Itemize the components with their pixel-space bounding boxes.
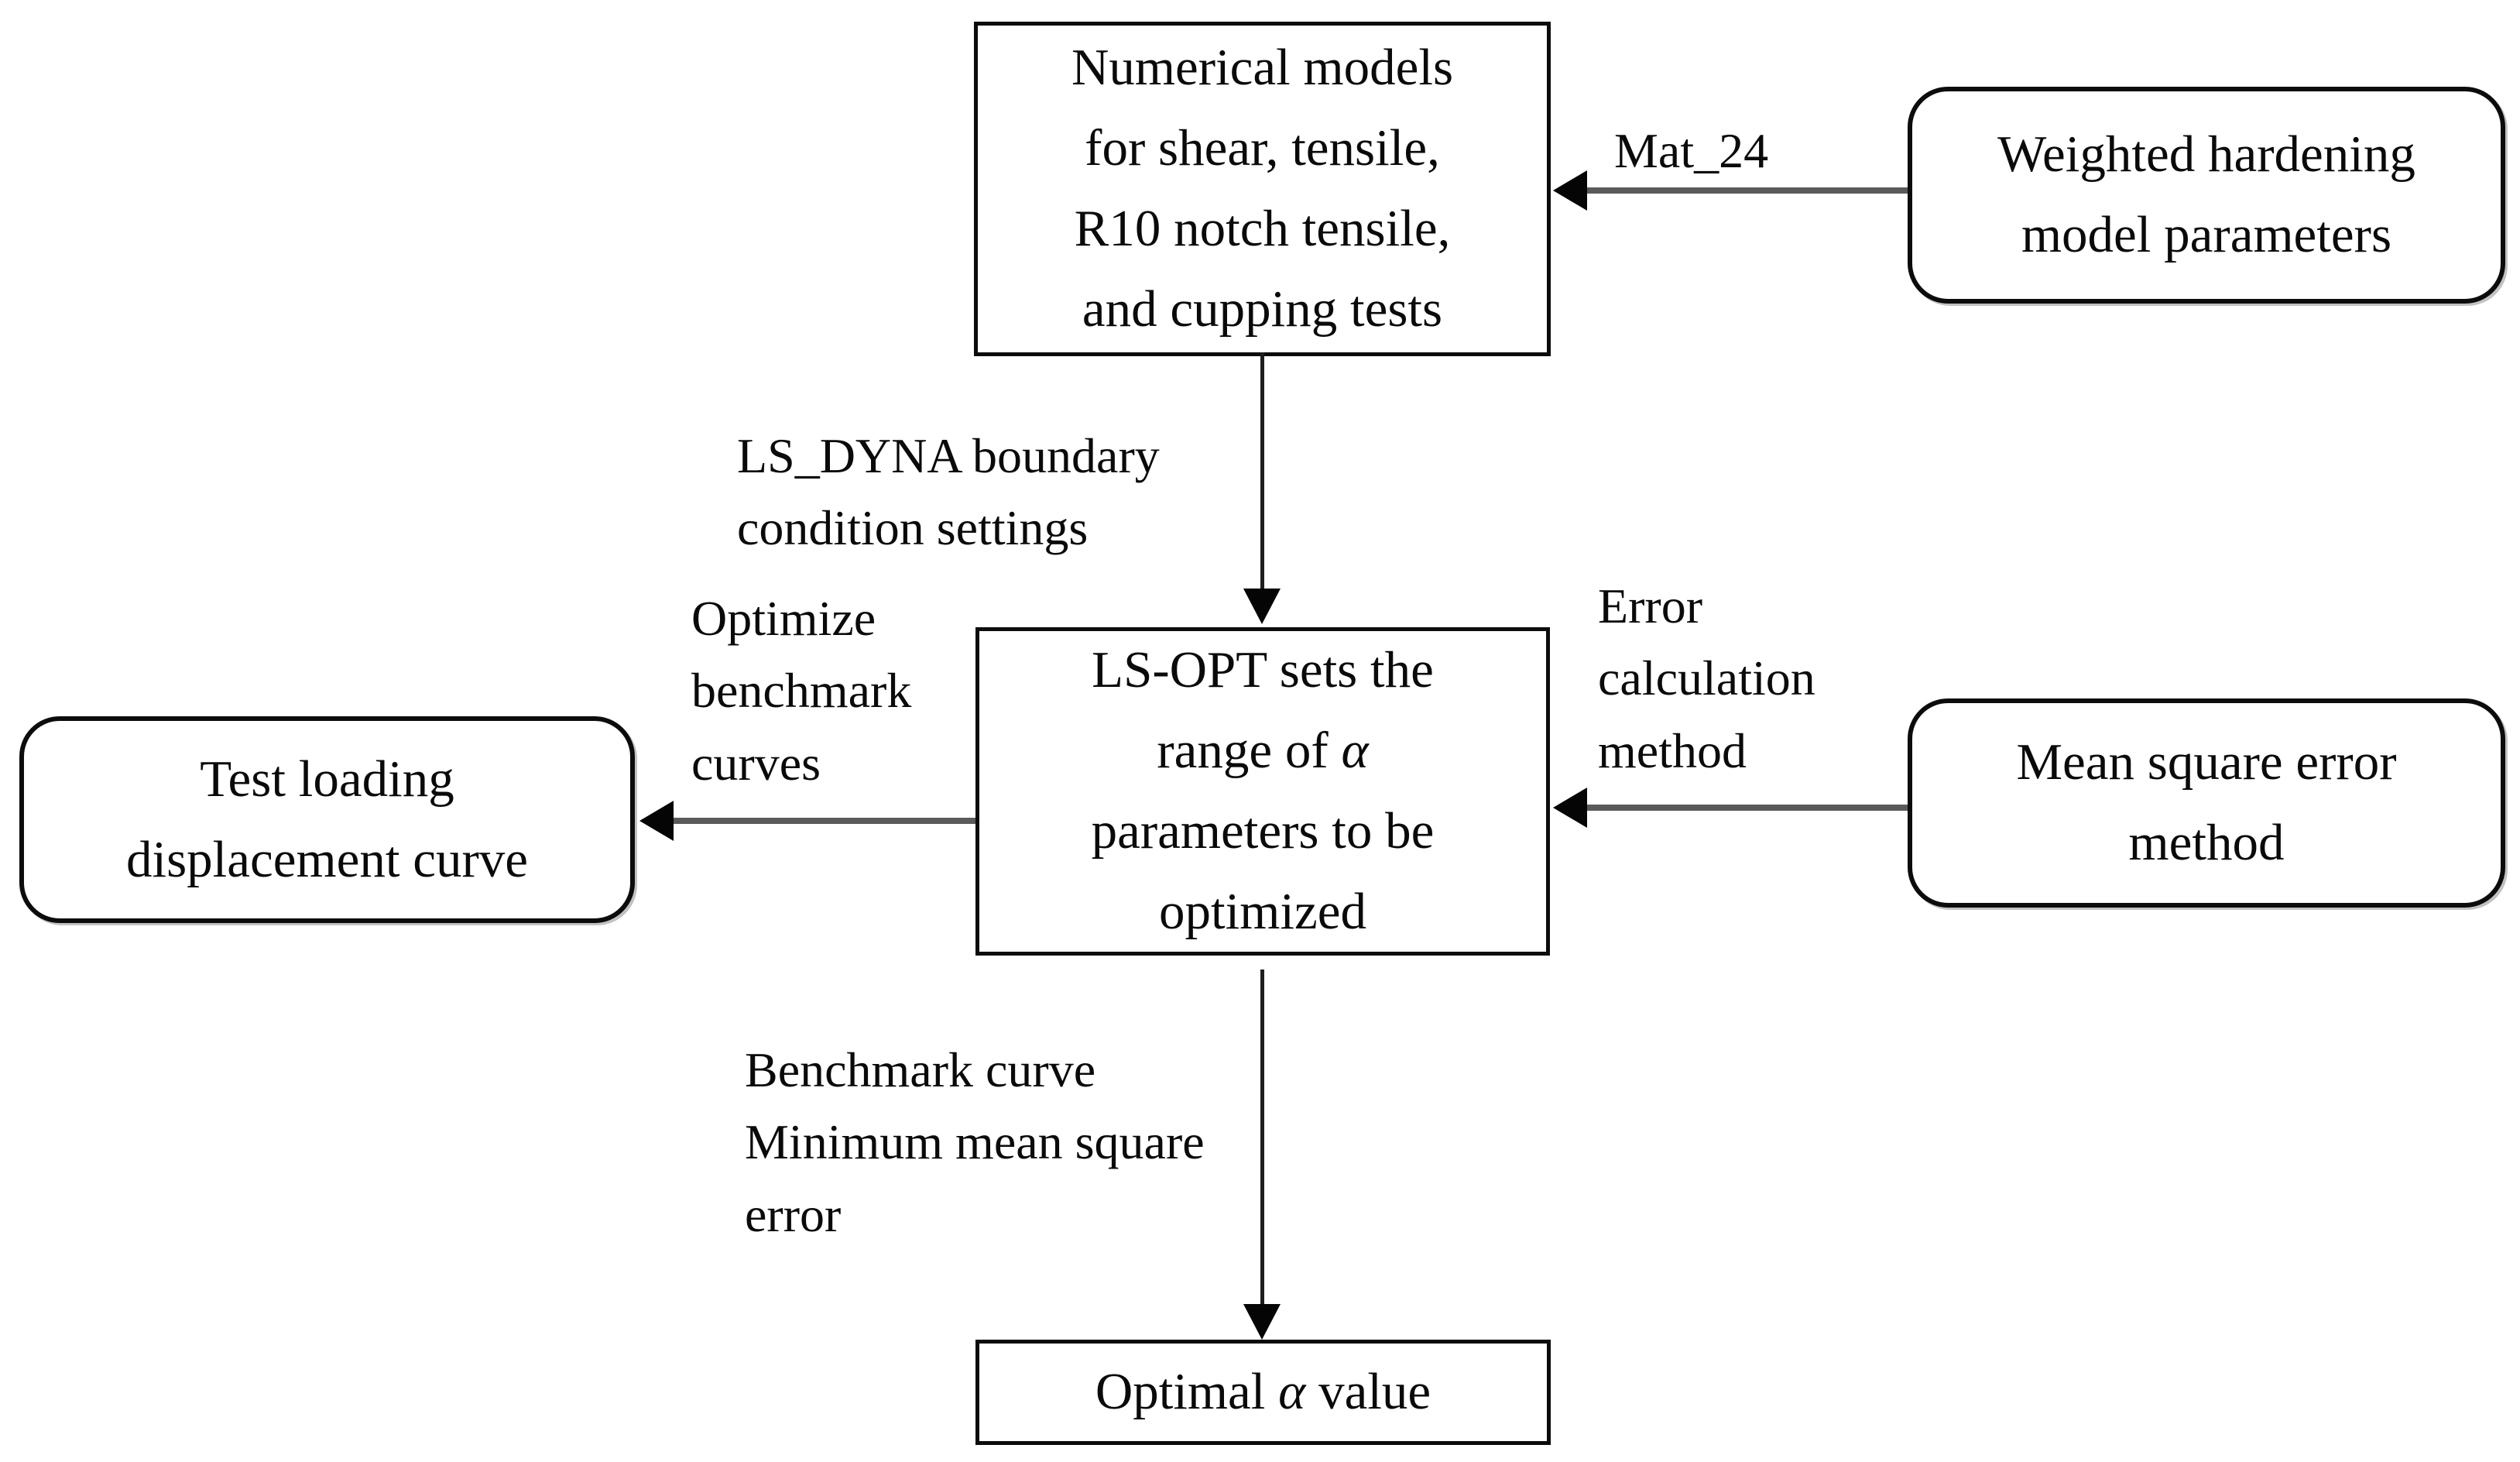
node-numerical-models-line: for shear, tensile,: [1085, 119, 1440, 177]
node-mean-square-error-line: Mean square error: [2016, 733, 2397, 791]
arrow-line: [1260, 970, 1264, 1307]
alpha-symbol: α: [1341, 722, 1369, 780]
node-numerical-models-line: Numerical models: [1071, 39, 1454, 97]
edge-label-mat24: Mat_24: [1614, 123, 1769, 178]
arrow-line: [1581, 187, 1908, 194]
node-test-loading: Test loading displacement curve: [19, 716, 635, 923]
arrowhead-down-icon: [1243, 1304, 1281, 1340]
edge-label-error-calculation: Error calculation method: [1598, 578, 1815, 778]
edge-label-optimize-benchmark: Optimize benchmark curves: [691, 591, 912, 791]
node-ls-opt: LS-OPT sets the range of α parameters to…: [975, 627, 1550, 956]
node-test-loading-line: displacement curve: [125, 830, 529, 888]
node-numerical-models: Numerical models for shear, tensile, R10…: [974, 22, 1551, 356]
node-weighted-hardening-line: Weighted hardening: [1997, 125, 2415, 184]
arrowhead-down-icon: [1243, 589, 1281, 624]
node-optimal-alpha-line: Optimal α value: [1095, 1363, 1431, 1421]
node-ls-opt-line: LS-OPT sets the: [1092, 641, 1434, 699]
edge-label-benchmark-min: Benchmark curve Minimum mean square erro…: [745, 1042, 1205, 1242]
arrowhead-left-icon: [1553, 170, 1587, 211]
arrow-line: [1260, 352, 1264, 591]
node-ls-opt-line: optimized: [1159, 882, 1366, 940]
arrowhead-left-icon: [1553, 788, 1587, 828]
node-ls-opt-line: range of α: [1157, 722, 1369, 780]
arrow-line: [667, 818, 975, 824]
node-weighted-hardening: Weighted hardening model parameters: [1908, 87, 2505, 304]
node-ls-opt-line: parameters to be: [1091, 802, 1435, 860]
edge-label-ls-dyna: LS_DYNA boundary condition settings: [737, 428, 1160, 556]
node-test-loading-line: Test loading: [200, 750, 454, 808]
arrow-line: [1581, 805, 1908, 811]
node-weighted-hardening-line: model parameters: [2021, 206, 2392, 263]
arrowhead-left-icon: [639, 801, 674, 841]
node-mean-square-error-line: method: [2128, 814, 2285, 871]
node-numerical-models-line: and cupping tests: [1082, 280, 1443, 338]
node-mean-square-error: Mean square error method: [1908, 698, 2505, 908]
node-numerical-models-line: R10 notch tensile,: [1074, 200, 1451, 257]
node-optimal-alpha: Optimal α value: [975, 1340, 1551, 1445]
alpha-symbol: α: [1278, 1363, 1306, 1421]
